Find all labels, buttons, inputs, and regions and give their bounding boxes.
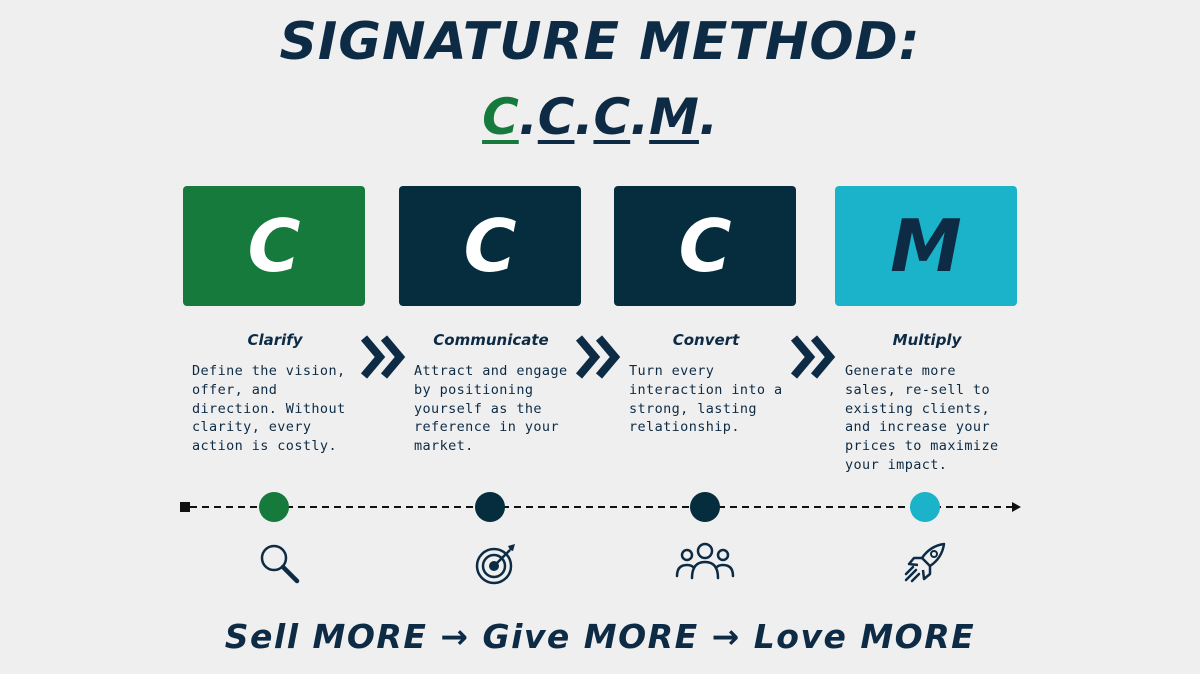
desc-line: relationship. (629, 419, 740, 436)
card-convert: C (614, 186, 796, 306)
step-title-convert: Convert (672, 331, 740, 349)
timeline-line (180, 502, 1021, 512)
rocket-icon (904, 542, 946, 583)
card-letter: C (247, 204, 301, 288)
desc-line: Define the vision, (192, 363, 346, 379)
acronym-dot: . (630, 88, 650, 146)
desc-line: action is costly. (192, 438, 337, 455)
desc-line: interaction into a (629, 381, 783, 398)
acronym-dot: . (698, 88, 718, 146)
timeline-dot-multiply (910, 492, 940, 522)
acronym-letter-clarify: C (482, 88, 519, 146)
target-icon (475, 544, 515, 585)
card-communicate: C (399, 186, 581, 306)
step-desc-multiply: Generate more sales, re-sell to existing… (845, 362, 999, 475)
slogan: Sell MORE → Give MORE → Love MORE (224, 617, 976, 656)
desc-line: clarity, every (192, 419, 312, 436)
acronym-letter-convert: C (593, 88, 631, 146)
step-title-multiply: Multiply (892, 331, 962, 349)
desc-line: prices to maximize (845, 438, 999, 455)
step-title-clarify: Clarify (247, 331, 303, 349)
card-letter: C (463, 204, 517, 288)
card-multiply: M (835, 186, 1017, 306)
desc-line: market. (414, 438, 474, 455)
desc-line: Generate more (845, 363, 956, 379)
card-clarify: C (183, 186, 365, 306)
step-desc-clarify: Define the vision, offer, and direction.… (192, 362, 346, 456)
timeline-dot-clarify (259, 492, 289, 522)
double-chevron-icon (575, 335, 621, 379)
desc-line: by positioning (414, 381, 534, 398)
page-title: SIGNATURE METHOD: (279, 12, 921, 72)
desc-line: sales, re-sell to (845, 381, 990, 398)
step-title-communicate: Communicate (433, 331, 549, 349)
desc-line: offer, and (192, 381, 278, 398)
desc-line: reference in your (414, 419, 559, 436)
double-chevron-icon (790, 335, 836, 379)
double-chevron-icon (360, 335, 406, 379)
desc-line: existing clients, (845, 400, 990, 417)
method-acronym: C.C.C.M. (0, 88, 1200, 146)
acronym-letter-communicate: C (537, 88, 575, 146)
magnifier-icon (260, 544, 300, 584)
acronym-letter-multiply: M (649, 88, 699, 146)
step-desc-communicate: Attract and engage by positioning yourse… (414, 362, 568, 456)
desc-line: your impact. (845, 456, 948, 473)
timeline-dot-communicate (475, 492, 505, 522)
acronym-dot: . (574, 88, 594, 146)
desc-line: Turn every (629, 363, 715, 379)
desc-line: yourself as the (414, 400, 542, 417)
step-desc-convert: Turn every interaction into a strong, la… (629, 362, 783, 437)
acronym-dot: . (518, 88, 538, 146)
desc-line: and increase your (845, 419, 990, 436)
timeline-dot-convert (690, 492, 720, 522)
desc-line: direction. Without (192, 400, 346, 417)
people-icon (675, 542, 735, 580)
desc-line: Attract and engage (414, 363, 568, 379)
card-letter: M (890, 204, 962, 288)
card-letter: C (678, 204, 732, 288)
desc-line: strong, lasting (629, 400, 757, 417)
